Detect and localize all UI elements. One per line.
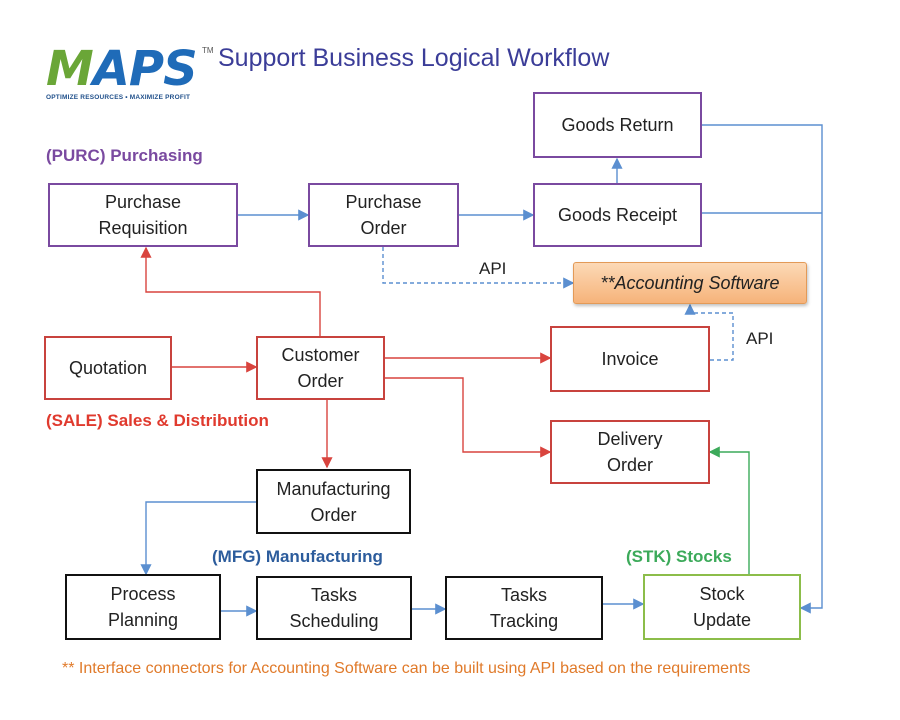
logo-wordmark: MAPS xyxy=(46,41,198,97)
node-goods-return: Goods Return xyxy=(533,92,702,158)
section-label-purchasing: (PURC) Purchasing xyxy=(46,146,203,165)
node-goods-receipt: Goods Receipt xyxy=(533,183,702,247)
node-invoice: Invoice xyxy=(550,326,710,392)
logo-tagline: OPTIMIZE RESOURCES • MAXIMIZE PROFIT xyxy=(46,94,191,101)
api-label-right: API xyxy=(746,329,774,348)
arrow-co-to-delivery xyxy=(385,377,552,458)
node-manufacturing-order: Manufacturing Order xyxy=(256,469,411,534)
api-po-to-accounting xyxy=(382,247,575,289)
arrow-co-to-pr xyxy=(140,246,321,336)
section-label-manufacturing: (MFG) Manufacturing xyxy=(212,547,383,566)
diagram-title: Support Business Logical Workflow xyxy=(218,44,610,72)
node-stock-update: Stock Update xyxy=(643,574,801,640)
arrow-mo-to-pp xyxy=(140,501,256,576)
node-purchase-requisition: Purchase Requisition xyxy=(48,183,238,247)
arrow-return-to-stock xyxy=(702,124,823,614)
section-label-stocks: (STK) Stocks xyxy=(626,547,732,566)
maps-logo: MAPS TM OPTIMIZE RESOURCES • MAXIMIZE PR… xyxy=(46,44,216,106)
logo-trademark: TM xyxy=(202,46,214,55)
node-purchase-order: Purchase Order xyxy=(308,183,459,247)
section-label-sales: (SALE) Sales & Distribution xyxy=(46,411,269,430)
api-invoice-to-accounting xyxy=(684,303,734,361)
node-delivery-order: Delivery Order xyxy=(550,420,710,484)
node-customer-order: Customer Order xyxy=(256,336,385,400)
node-tasks-scheduling: Tasks Scheduling xyxy=(256,576,412,640)
node-accounting-software: **Accounting Software xyxy=(573,262,807,304)
arrow-stock-to-delivery xyxy=(708,446,750,574)
node-process-planning: Process Planning xyxy=(65,574,221,640)
footnote: ** Interface connectors for Accounting S… xyxy=(62,660,751,677)
api-label-top: API xyxy=(479,259,507,278)
node-quotation: Quotation xyxy=(44,336,172,400)
node-tasks-tracking: Tasks Tracking xyxy=(445,576,603,640)
